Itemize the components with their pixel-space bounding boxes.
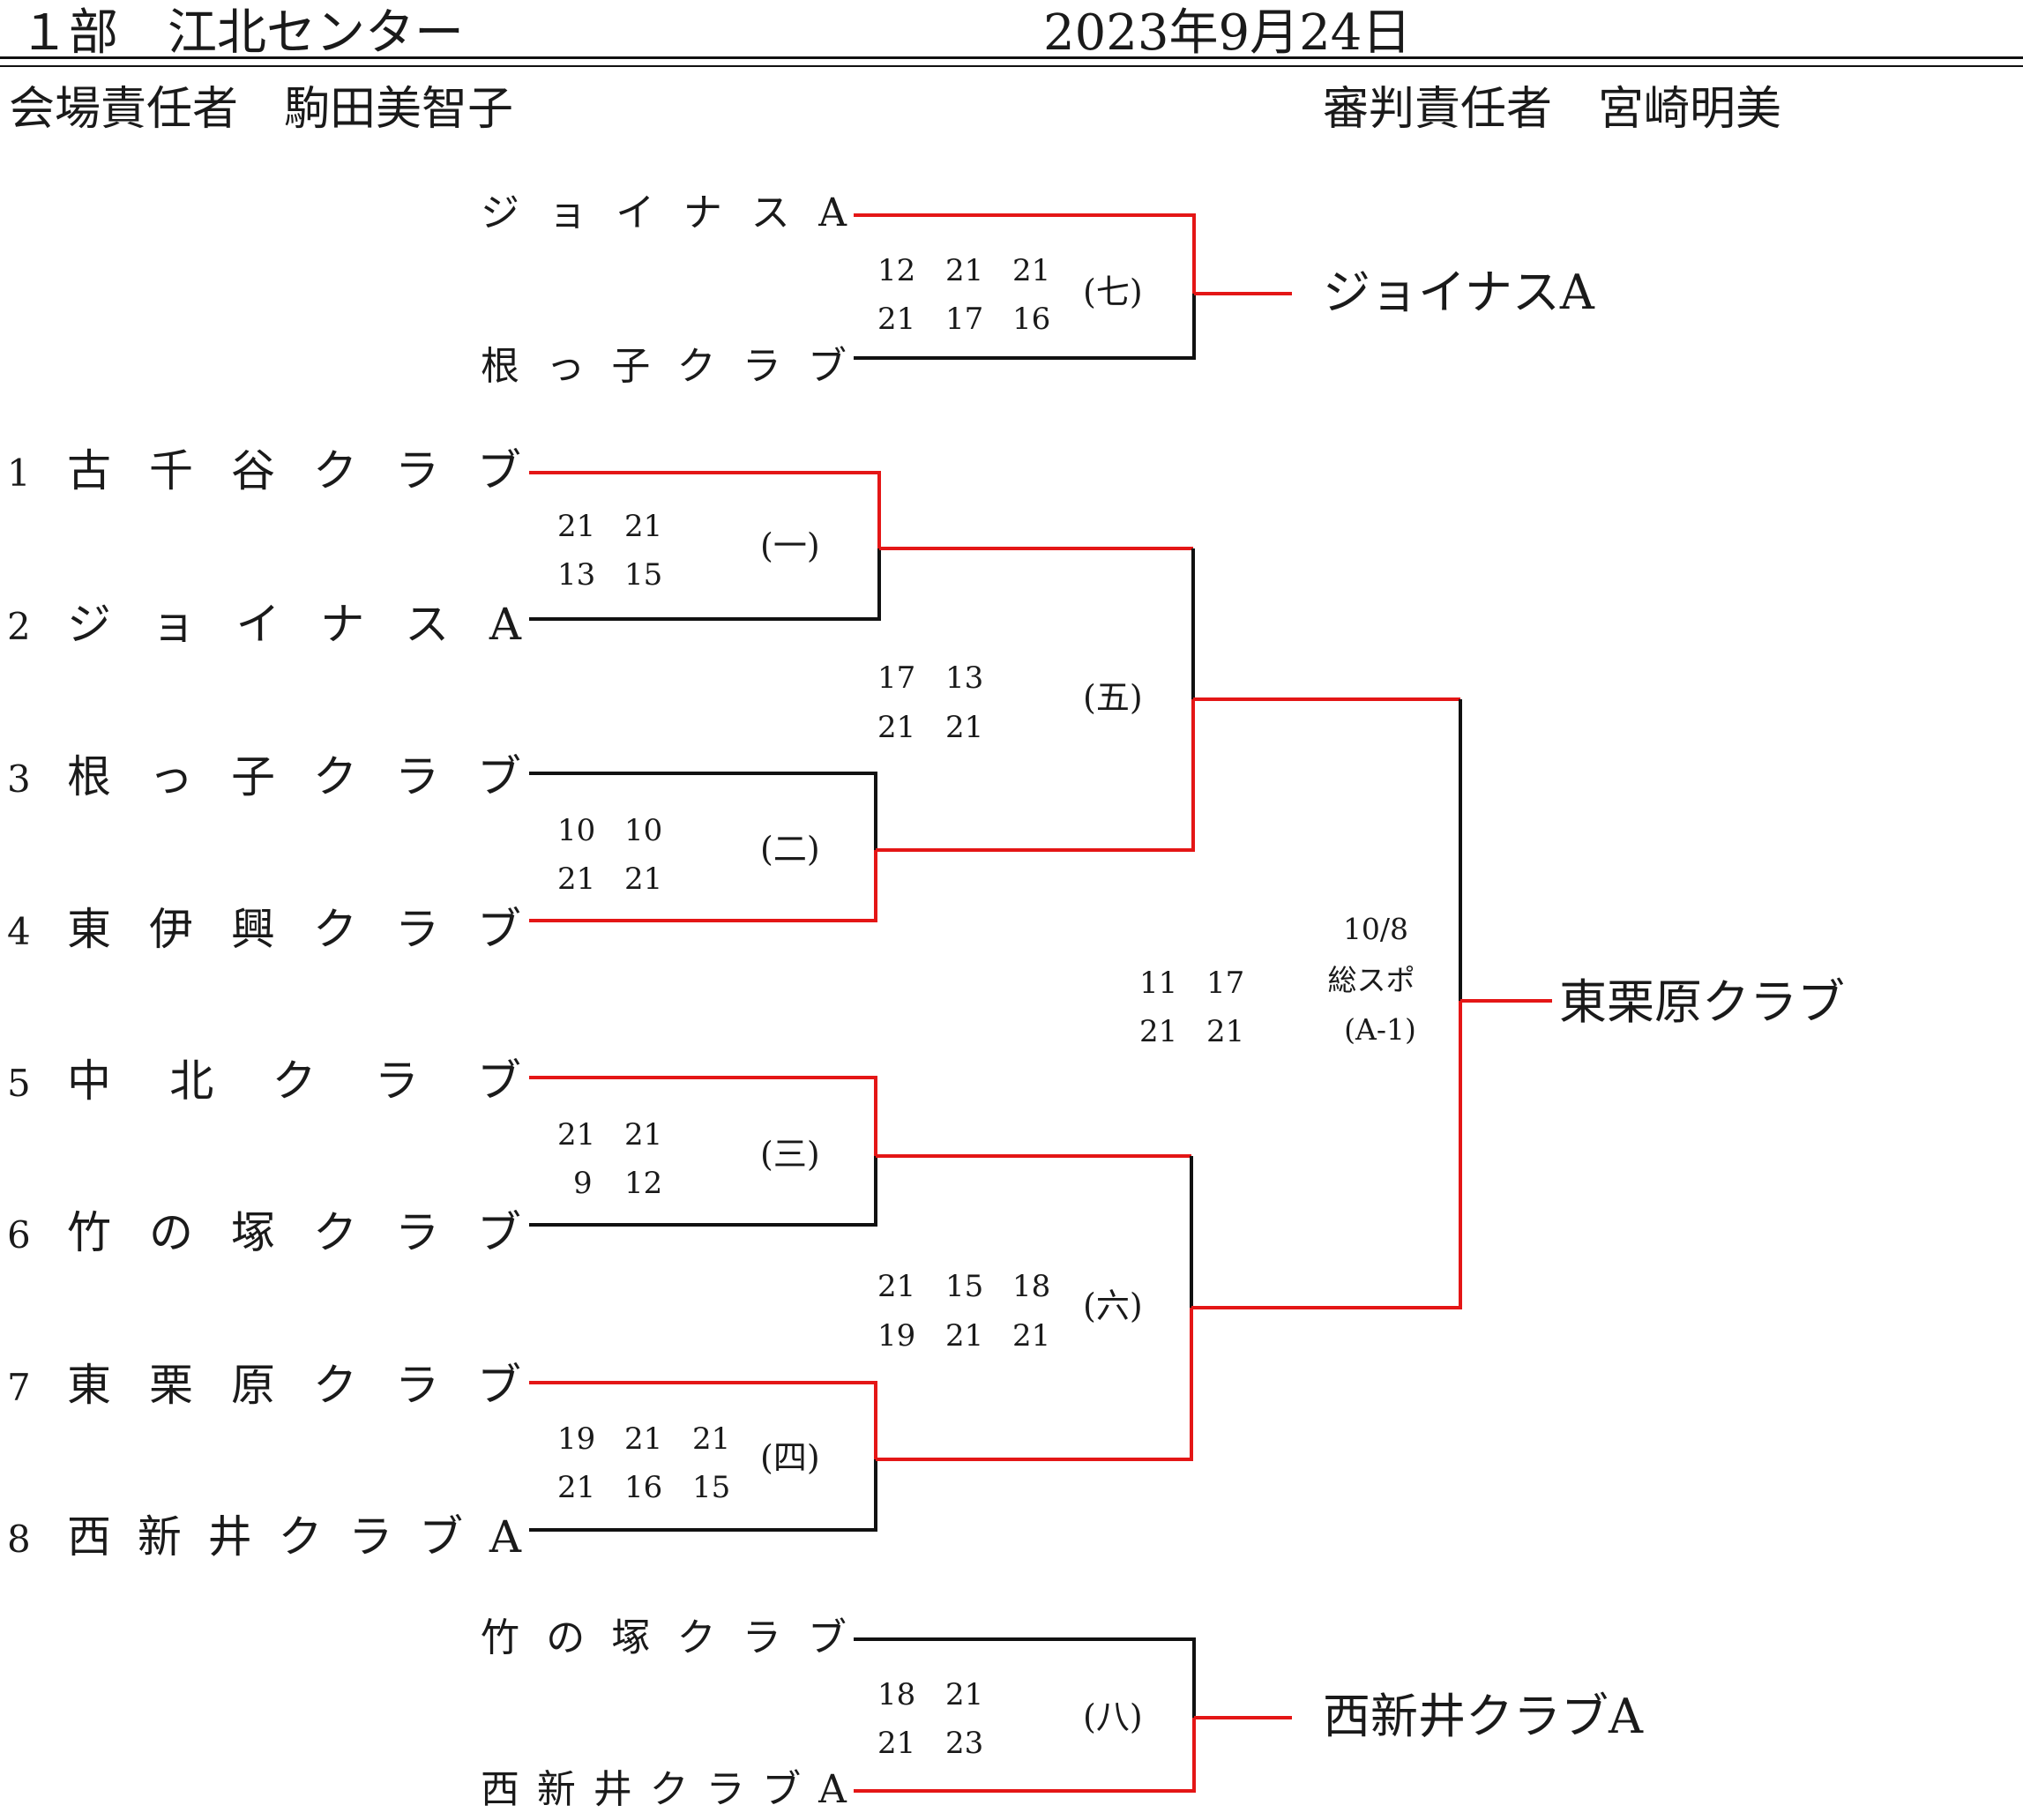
team-name: 古千谷クラブ [67,445,521,496]
m2-score-top-1: 10 [557,813,596,848]
p7-team-bottom: 根っ子クラブ [481,344,847,389]
p8-line-bottom [854,1718,1196,1793]
team-name: 根っ子クラブ [67,751,521,802]
team-seed: 1 [7,451,31,495]
final-note-court: (A-1) [1344,1012,1416,1047]
m2-line-top [529,772,877,850]
team-seed: 2 [7,605,31,648]
m4-round-label: (四) [760,1438,820,1477]
p7-score-top-1: 12 [877,253,916,288]
m5-score-top-2: 13 [945,660,984,696]
m2-score-top-2: 10 [624,813,663,848]
p8-score-bottom-2: 23 [945,1726,984,1761]
header-divider-thin [0,65,2023,67]
team-seed: 7 [7,1366,31,1409]
m3-line-top [529,1076,877,1156]
m6-score-top-1: 21 [877,1269,916,1304]
p8-score-top-1: 18 [877,1677,916,1712]
m6-score-bottom-1: 19 [877,1318,916,1354]
p7-score-top-3: 21 [1012,253,1051,288]
m5-round-label: (五) [1083,678,1143,717]
m6-line-bottom [876,1308,1193,1461]
m5-score-bottom-1: 21 [877,710,916,745]
final-score-top-1: 11 [1139,966,1178,1001]
team-seed: 4 [7,910,31,953]
referee-manager: 審判責任者 宮崎明美 [1323,83,1782,136]
venue-manager: 会場責任者 駒田美智子 [9,83,514,136]
team-name: 東伊興クラブ [67,904,521,955]
team-seed: 8 [7,1518,31,1561]
m6-score-bottom-2: 21 [945,1318,984,1354]
final-note-date: 10/8 [1342,912,1409,946]
team-name: 竹の塚クラブ [67,1207,521,1258]
final-note-venue: 総スポ [1327,963,1415,997]
p8-score-top-2: 21 [945,1677,984,1712]
m2-score-bottom-2: 21 [624,862,663,897]
m1-line-bottom [529,548,881,621]
p8-score-bottom-1: 21 [877,1726,916,1761]
m5-score-top-1: 17 [877,660,916,696]
final-score-bottom-2: 21 [1206,1014,1245,1049]
m4-score-top-2: 21 [624,1421,663,1457]
division-venue-title: １部 江北センター [19,4,464,62]
m4-score-bottom-2: 16 [624,1470,663,1505]
m1-score-top-2: 21 [624,509,663,544]
m5-line-bottom [876,699,1195,852]
p7-score-bottom-3: 16 [1012,302,1051,337]
team-name: 中北クラブ [67,1055,521,1107]
p7-line-top [854,213,1196,294]
p8-team-top: 竹の塚クラブ [481,1615,847,1660]
m3-score-top-2: 21 [624,1117,663,1152]
m4-score-bottom-1: 21 [557,1470,596,1505]
m6-score-top-3: 18 [1012,1269,1051,1304]
m3-line-bottom [529,1156,877,1227]
m2-line-bottom [529,850,877,922]
m1-score-top-1: 21 [557,509,596,544]
final-score-bottom-1: 21 [1139,1014,1178,1049]
m4-line-bottom [529,1459,877,1532]
m2-score-bottom-1: 21 [557,862,596,897]
team-seed: 3 [7,757,31,801]
m3-round-label: (三) [760,1135,820,1174]
m3-score-top-1: 21 [557,1117,596,1152]
p8-line-top [854,1637,1196,1718]
m4-score-top-3: 21 [692,1421,731,1457]
team-seed: 6 [7,1213,31,1257]
m4-score-top-1: 19 [557,1421,596,1457]
m1-score-bottom-1: 13 [557,557,596,593]
final-line-bottom [1191,1001,1462,1309]
m1-line-top [529,471,881,548]
team-name: 東栗原クラブ [67,1360,521,1411]
p8-round-label: (八) [1083,1697,1143,1736]
p7-score-top-2: 21 [945,253,984,288]
champion: 東栗原クラブ [1559,974,1845,1030]
p7-line-bottom [854,294,1196,360]
m1-round-label: (一) [760,526,820,565]
m1-score-bottom-2: 15 [624,557,663,593]
m3-score-bottom-1: 9 [573,1166,593,1201]
p7-score-bottom-1: 21 [877,302,916,337]
header-divider [0,56,2023,59]
m2-round-label: (二) [760,830,820,869]
m6-score-bottom-3: 21 [1012,1318,1051,1354]
m3-score-bottom-2: 12 [624,1166,663,1201]
final-score-top-2: 17 [1206,966,1245,1001]
p8-winner: 西新井クラブA [1323,1689,1643,1744]
p7-round-label: (七) [1083,272,1143,311]
team-seed: 5 [7,1062,31,1105]
m4-score-bottom-3: 15 [692,1470,731,1505]
m6-score-top-2: 15 [945,1269,984,1304]
tournament-date: 2023年9月24日 [1043,4,1412,62]
m4-line-top [529,1381,877,1459]
p7-score-bottom-2: 17 [945,302,984,337]
m6-round-label: (六) [1083,1287,1143,1325]
m5-score-bottom-2: 21 [945,710,984,745]
p7-winner: ジョイナスA [1323,265,1594,320]
